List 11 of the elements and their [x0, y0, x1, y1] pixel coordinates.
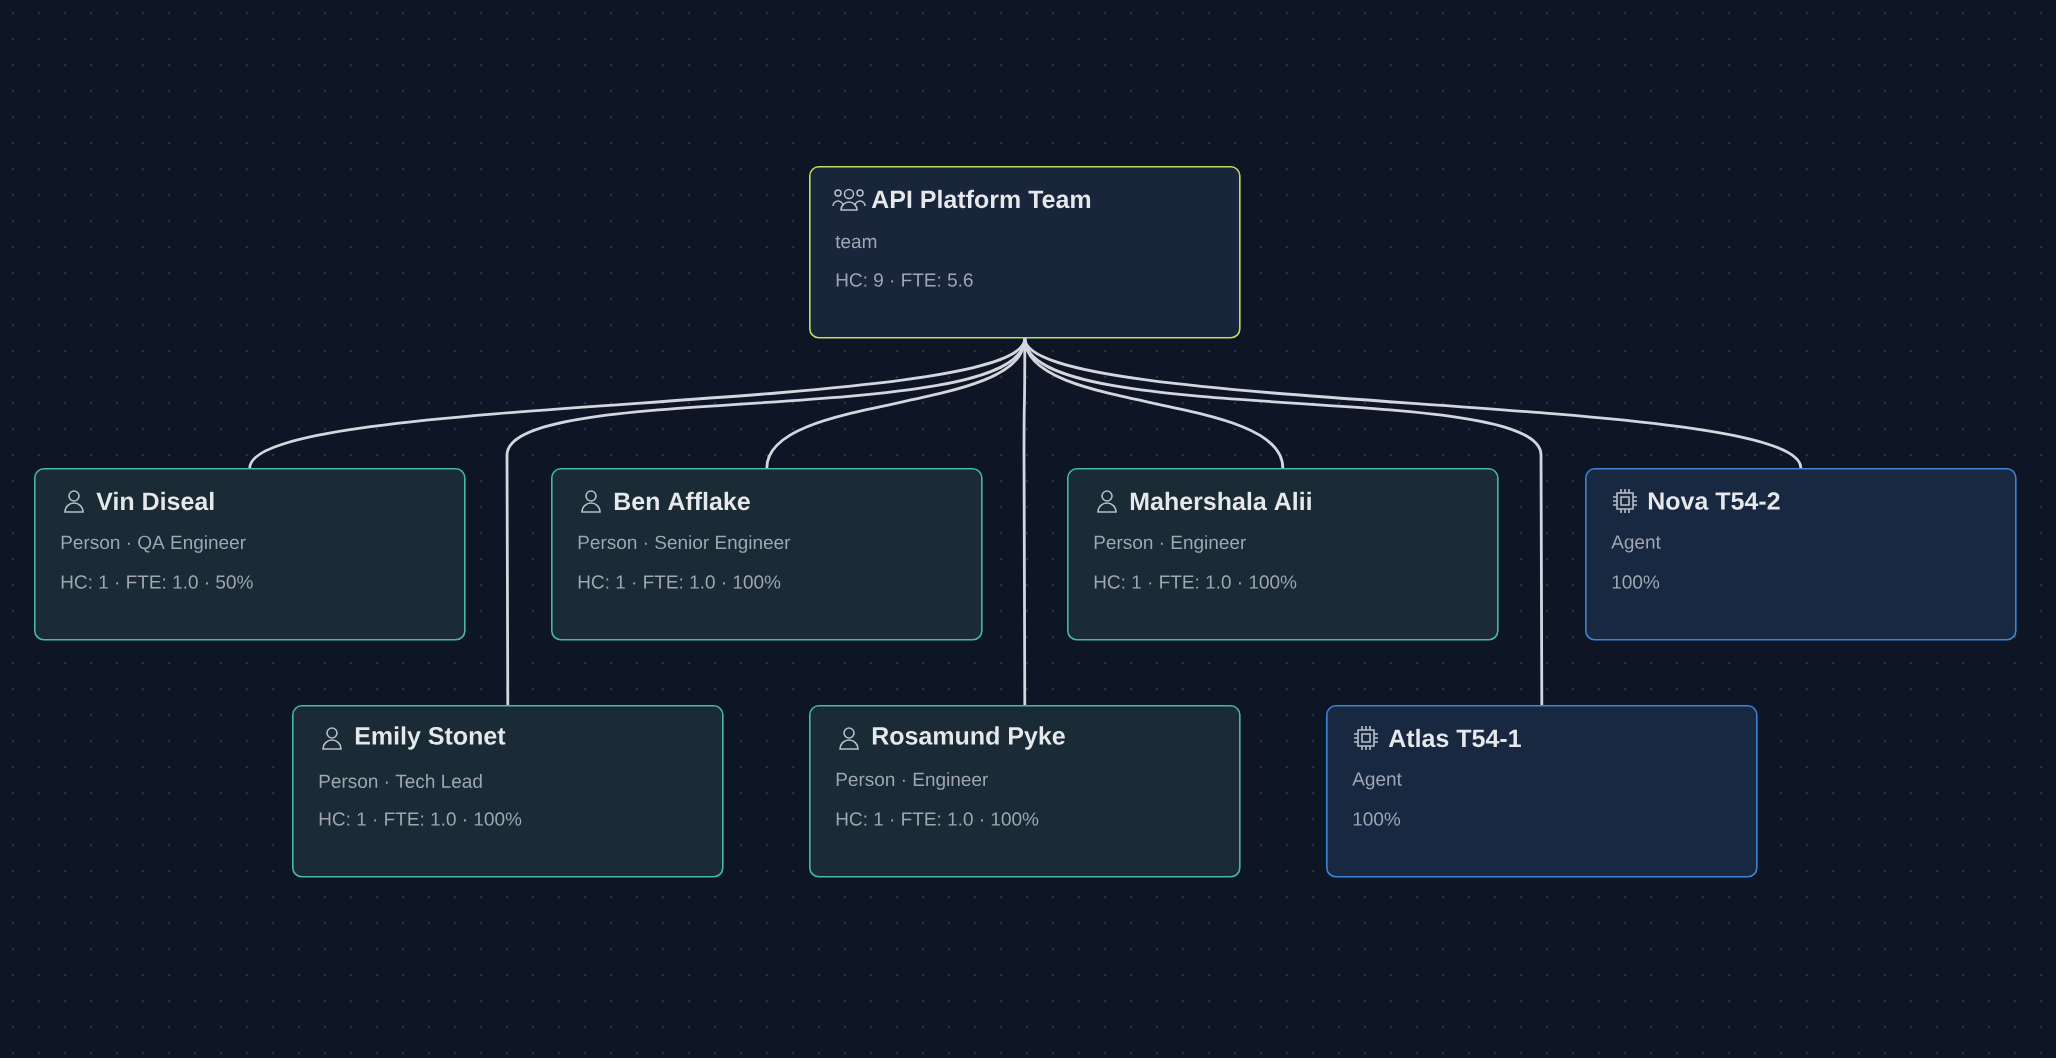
person-card: Emily Stonet Person · Tech Lead HC: 1 · FTE: 1.0 · 100%: [292, 705, 724, 878]
connector-line: [1022, 338, 1027, 705]
agent-card: Atlas T54-1 Agent 100%: [1326, 705, 1758, 878]
agent-card: Nova T54-2 Agent 100%: [1585, 468, 2017, 641]
connector-line: [1023, 337, 1544, 705]
team-card: API Platform Team team HC: 9 · FTE: 5.6: [809, 166, 1241, 339]
person-card: Mahershala Alii Person · Engineer HC: 1 · FTE: 1.0 · 100%: [1067, 468, 1499, 641]
connector-line: [1023, 337, 1802, 469]
person-card: Ben Afflake Person · Senior Engineer HC: 1 · FTE: 1.0 · 100%: [551, 468, 983, 641]
person-card: Rosamund Pyke Person · Engineer HC: 1 · FTE: 1.0 · 100%: [809, 705, 1241, 878]
person-card: Vin Diseal Person · QA Engineer HC: 1 · FTE: 1.0 · 50%: [34, 468, 466, 641]
